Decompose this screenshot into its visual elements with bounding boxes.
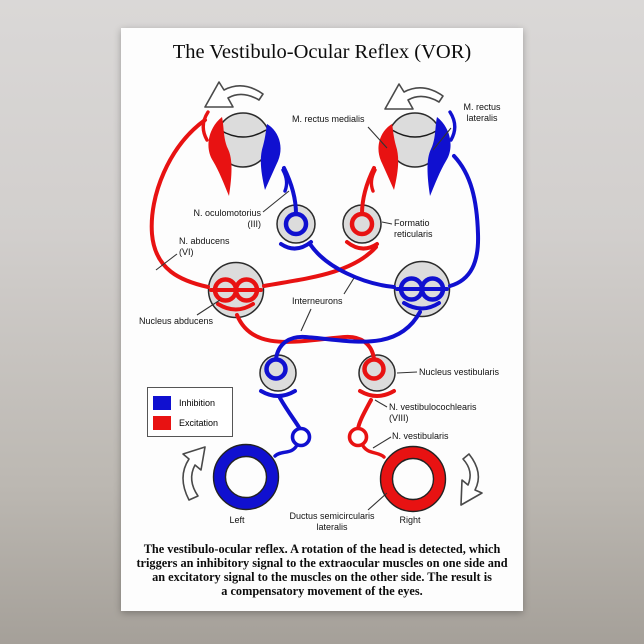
head-rotation-arrow-right-eye [384, 83, 444, 110]
right-vestibular-synapse [358, 389, 396, 398]
label-n-vestibulocochlearis: N. vestibulocochlearis (VIII) [389, 402, 477, 423]
label-n-oculomotorius: N. oculomotorius (III) [193, 208, 261, 229]
right-abducens-synapse [402, 301, 441, 311]
canal-rotation-arrow-left [182, 446, 206, 501]
left-vestibular-soma [264, 357, 288, 381]
head-rotation-arrow-left-eye [204, 81, 264, 108]
label-n-vestibularis: N. vestibularis [392, 431, 449, 441]
left-vestibular-ganglion-cell [290, 426, 312, 448]
vor-poster: The Vestibulo-Ocular Reflex (VOR) M. rec… [121, 28, 523, 611]
canal-rotation-arrow-right [460, 453, 483, 506]
left-medial-rectus-muscle [260, 124, 281, 190]
left-medial-tendon-arc [281, 168, 289, 193]
legend-inhibition-label: Inhibition [179, 397, 216, 408]
legend: Inhibition Excitation [147, 387, 233, 437]
label-nucleus-vestibularis: Nucleus vestibularis [419, 367, 500, 377]
label-formatio-reticularis: Formatio reticularis [394, 218, 433, 239]
right-medial-rectus-muscle [378, 124, 399, 190]
vor-diagram [149, 81, 483, 513]
right-semicircular-canal [380, 446, 446, 512]
left-vestibular-synapse [259, 389, 297, 398]
right-lateral-tendon-arc [448, 110, 457, 142]
left-lateral-rectus-muscle [208, 117, 232, 196]
right-oculomotor-synapse [345, 240, 379, 251]
right-oculomotor-soma [349, 211, 375, 237]
left-lateral-tendon-arc [201, 110, 210, 142]
poster-caption: The vestibulo-ocular reflex. A rotation … [136, 542, 508, 598]
excitation-color-swatch [153, 415, 171, 430]
label-right: Right [399, 515, 421, 525]
legend-row-inhibition: Inhibition [153, 394, 216, 410]
legend-excitation-label: Excitation [179, 417, 219, 428]
right-vestibular-ganglion-cell [347, 426, 369, 448]
label-ductus-semicircularis: Ductus semicircularis lateralis [289, 511, 375, 532]
label-m-rectus-medialis: M. rectus medialis [292, 114, 365, 124]
legend-row-excitation: Excitation [153, 414, 219, 430]
label-m-rectus-lateralis: M. rectus lateralis [463, 102, 501, 123]
label-nucleus-abducens: Nucleus abducens [139, 316, 214, 326]
label-pointer-lines [155, 126, 452, 511]
label-left: Left [229, 515, 245, 525]
left-oculomotor-synapse [279, 240, 313, 251]
left-abducens-synapse [216, 302, 255, 312]
left-semicircular-canal [213, 444, 279, 510]
right-medial-tendon-arc [369, 168, 377, 193]
inhibition-color-swatch [153, 395, 171, 410]
label-n-abducens: N. abducens (VI) [179, 236, 230, 257]
right-vestibular-soma [362, 357, 386, 381]
left-abducens-soma-2 [233, 277, 260, 303]
excitation-pathway [149, 110, 447, 513]
poster-title: The Vestibulo-Ocular Reflex (VOR) [172, 41, 472, 63]
inhibition-pathway [212, 110, 481, 511]
right-lateral-rectus-muscle [427, 117, 451, 196]
right-abducens-soma-2 [419, 276, 446, 302]
label-interneurons: Interneurons [292, 296, 343, 306]
left-oculomotor-soma [283, 211, 309, 237]
